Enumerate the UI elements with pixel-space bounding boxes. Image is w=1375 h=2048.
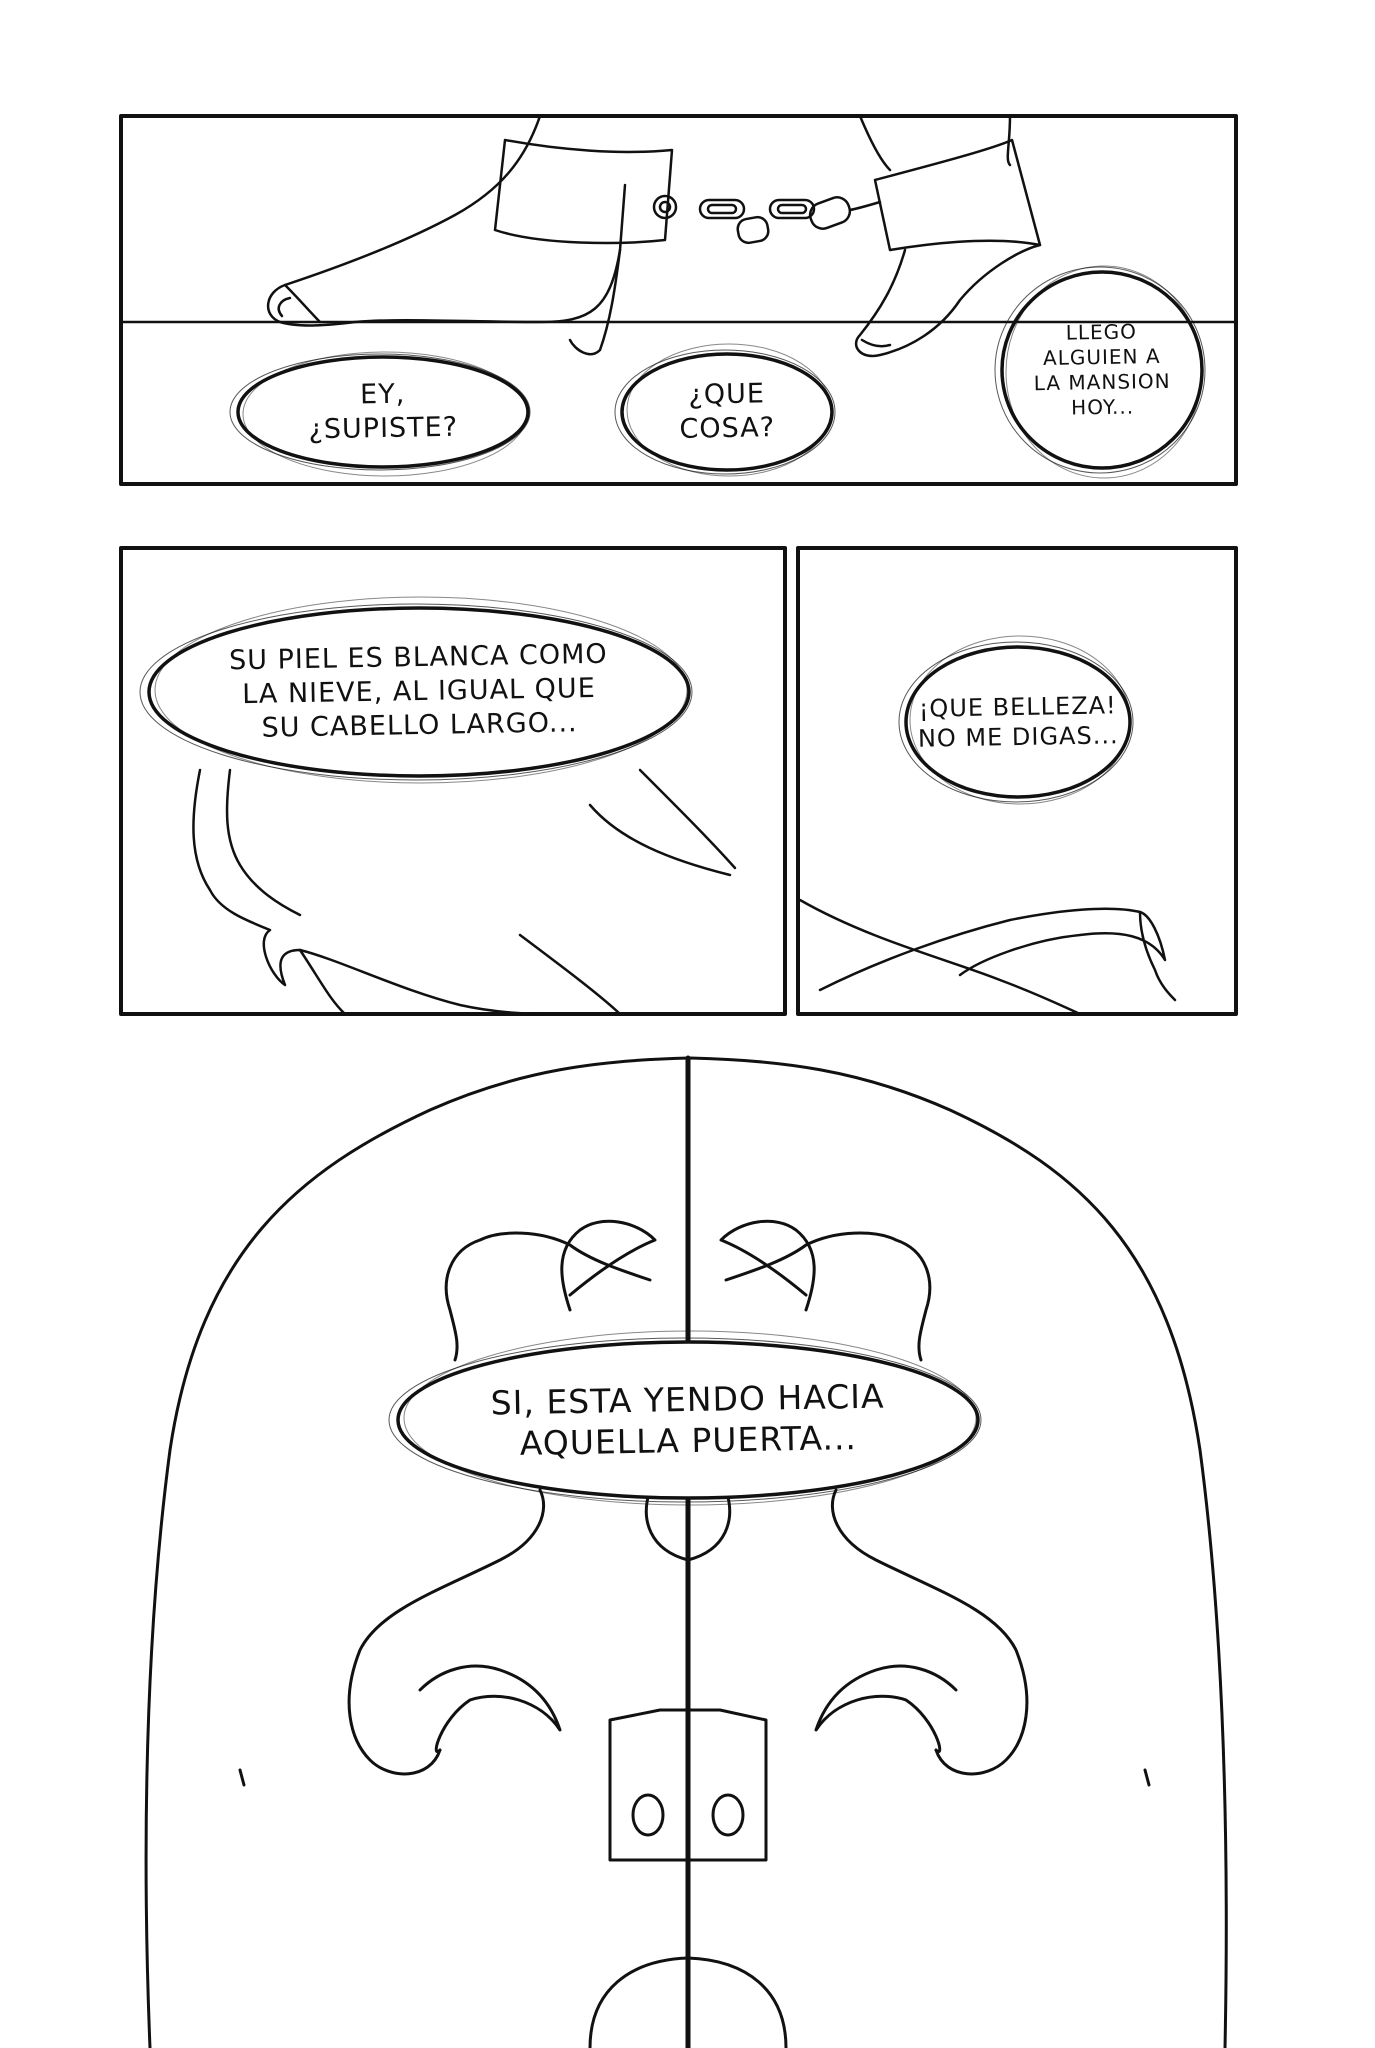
hair-drawing — [192, 768, 737, 1016]
speech-bubble-ey-supiste: EY, ¿SUPISTE? — [308, 378, 459, 446]
bubble-b1-shape — [229, 351, 531, 477]
speech-bubble-su-piel: SU PIEL ES BLANCA COMO LA NIEVE, AL IGUA… — [228, 639, 608, 744]
bubble-b3-shape — [994, 265, 1206, 479]
speech-bubble-si-esta-yendo: SI, ESTA YENDO HACIA AQUELLA PUERTA... — [490, 1376, 885, 1463]
shackle-chain-drawing — [652, 194, 882, 245]
tail-drawing — [798, 898, 1177, 1016]
bubble-b6-shape — [388, 1330, 982, 1506]
speech-bubble-que-belleza: ¡QUE BELLEZA! NO ME DIGAS... — [917, 691, 1119, 753]
speech-bubble-que-cosa: ¿QUE COSA? — [679, 378, 776, 445]
panel-3 — [796, 546, 1238, 1016]
panel-3-frame — [796, 546, 1238, 1016]
bubble-b5-shape — [898, 635, 1134, 805]
bubble-b4-shape — [139, 596, 693, 784]
panel-2-frame — [119, 546, 787, 1016]
panel-4 — [144, 1055, 1228, 2048]
speech-bubble-llego-alguien: LLEGO ALGUIEN A LA MANSION HOY... — [1033, 319, 1171, 420]
left-foot-drawing — [267, 114, 674, 356]
panel-1 — [119, 114, 1238, 486]
right-foot-drawing — [854, 114, 1042, 358]
bubble-b2-shape — [614, 343, 836, 477]
panel-2 — [119, 546, 787, 1016]
door-drawing — [144, 1055, 1228, 2048]
panel-1-frame — [119, 114, 1238, 486]
